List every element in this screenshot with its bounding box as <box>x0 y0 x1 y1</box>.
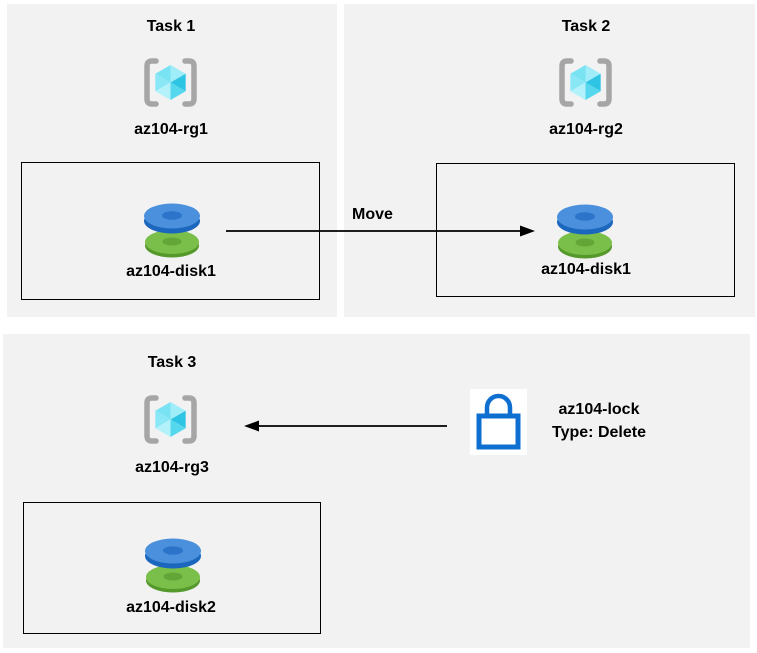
disk-icon <box>144 537 202 593</box>
task2-title: Task 2 <box>561 18 611 35</box>
lock-icon <box>470 389 527 455</box>
task1-disk-label: az104-disk1 <box>126 263 216 280</box>
resource-group-icon <box>142 393 199 446</box>
disk-icon <box>143 202 201 258</box>
task3-disk-label: az104-disk2 <box>126 599 216 616</box>
resource-group-icon <box>142 56 199 109</box>
task2-disk-label: az104-disk1 <box>541 261 631 278</box>
task3-disk-box <box>23 502 321 634</box>
resource-group-icon <box>557 56 614 109</box>
task3-title: Task 3 <box>147 354 197 371</box>
task1-title: Task 1 <box>146 18 196 35</box>
lock-name-label: az104-lock <box>558 401 640 418</box>
task1-resource-group-label: az104-rg1 <box>134 121 208 138</box>
task2-disk-box <box>436 163 735 297</box>
task2-panel <box>344 4 755 317</box>
lock-caption: az104-lock Type: Delete <box>538 398 660 444</box>
move-arrow-label: Move <box>352 206 393 223</box>
task2-resource-group-label: az104-rg2 <box>549 121 623 138</box>
task3-panel <box>3 334 750 648</box>
lock-type-label: Type: Delete <box>552 424 646 441</box>
disk-icon <box>556 203 614 259</box>
task3-resource-group-label: az104-rg3 <box>135 459 209 476</box>
task1-panel <box>7 4 337 317</box>
